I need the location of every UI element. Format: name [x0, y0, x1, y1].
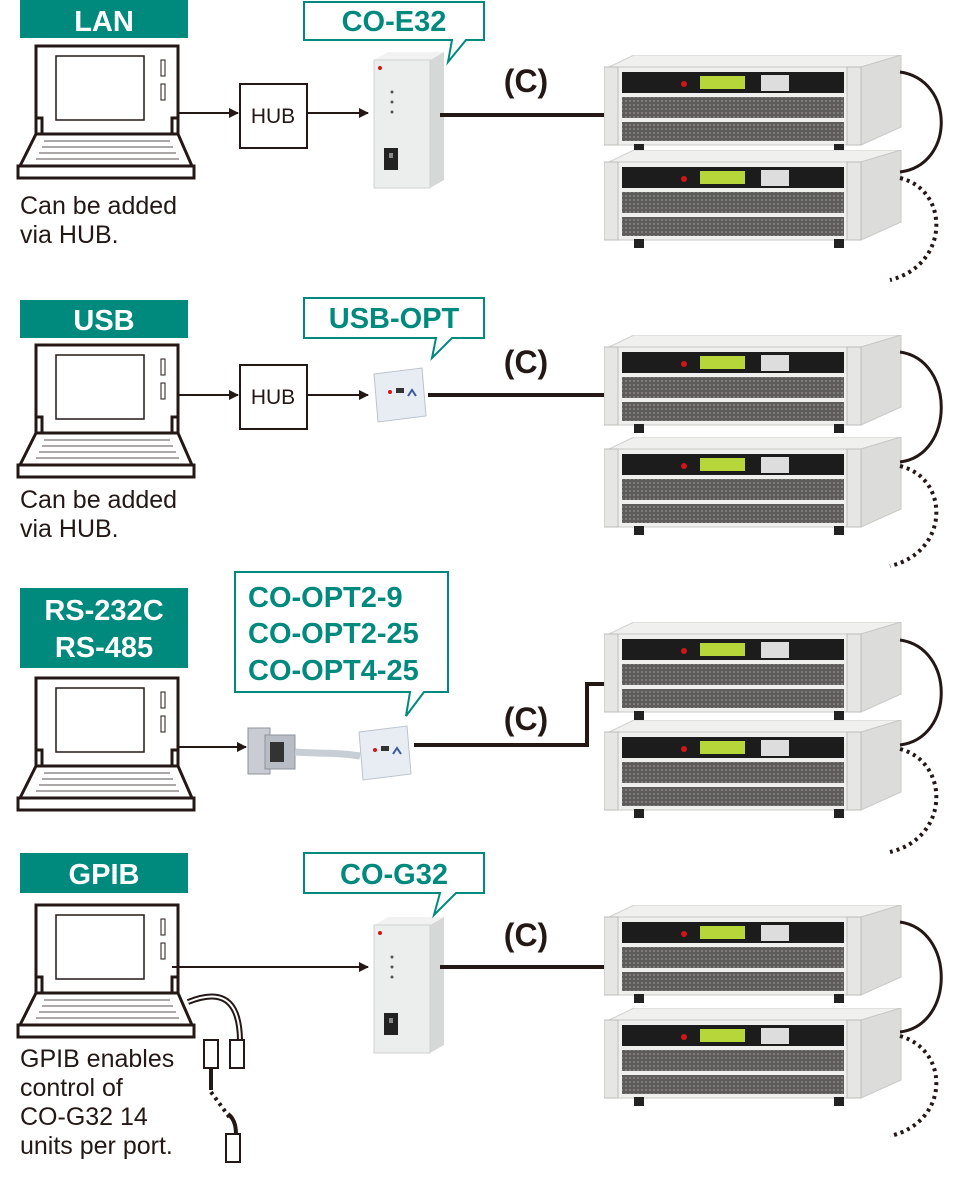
link-cable: [899, 638, 943, 747]
note-line: units per port.: [20, 1132, 173, 1160]
power-supply-image: [604, 335, 901, 433]
power-supply-image: [604, 905, 901, 1003]
section-lan: LAN HUB CO-E32 (C) Can be added via HUB.: [18, 0, 943, 282]
gpib-cable-icon: [186, 993, 245, 1163]
interface-label-box: [20, 588, 188, 668]
converter-label: CO-G32: [340, 859, 448, 891]
link-cable: [899, 350, 943, 464]
converter-callout: [234, 571, 449, 717]
interface-label-box: [20, 300, 188, 338]
converter-label: CO-OPT2-9: [248, 582, 403, 614]
cable-line: [414, 682, 612, 747]
cable-label: (C): [504, 63, 548, 99]
note-line: CO-G32 14: [20, 1103, 148, 1131]
cable-label: (C): [504, 701, 548, 737]
note-line: Can be added: [20, 486, 177, 514]
hub-box: [239, 364, 308, 430]
laptop-icon: [18, 345, 194, 477]
converter-callout: [303, 297, 485, 362]
power-supply-image: [604, 1008, 901, 1106]
note-line: GPIB enables: [20, 1045, 174, 1073]
section-usb: USB HUB USB-OPT (C) Can be added via HUB…: [18, 297, 943, 568]
interface-label: GPIB: [69, 859, 140, 891]
converter-label: USB-OPT: [329, 303, 460, 335]
interface-label: USB: [73, 305, 134, 337]
interface-label-box: [20, 853, 188, 893]
interface-label: LAN: [74, 6, 134, 38]
power-supply-image: [604, 720, 901, 818]
co-opt-device-image: [359, 726, 411, 780]
converter-callout: [303, 852, 485, 919]
converter-label: CO-OPT4-25: [248, 655, 419, 687]
hub-label: HUB: [251, 386, 295, 409]
power-supply-image: [604, 150, 901, 248]
interface-label-box: [20, 0, 188, 38]
usb-opt-device-image: [374, 368, 426, 422]
section-gpib: GPIB CO-G32 (C) GPIB enables control of …: [18, 852, 943, 1163]
additional-link-dotted: [889, 464, 939, 568]
laptop-icon: [18, 46, 194, 178]
interface-label: RS-485: [55, 632, 153, 664]
hub-box: [239, 83, 308, 149]
converter-callout: [303, 1, 485, 66]
additional-link-dotted: [889, 176, 939, 282]
note-line: control of: [20, 1074, 123, 1102]
converter-label: CO-OPT2-25: [248, 618, 419, 650]
interface-label: RS-232C: [44, 595, 163, 627]
cable-label: (C): [504, 344, 548, 380]
section-rs232c-rs485: RS-232C RS-485 CO-OPT2-9 CO-OPT2-25 CO-O…: [18, 571, 943, 854]
power-supply-image: [604, 622, 901, 720]
dsub-connector-cable-image: [247, 727, 361, 775]
note-line: Can be added: [20, 192, 177, 220]
power-supply-image: [604, 55, 901, 153]
note-line: via HUB.: [20, 515, 119, 543]
link-cable: [899, 920, 943, 1034]
note-line: via HUB.: [20, 221, 119, 249]
laptop-icon: [18, 678, 194, 810]
power-supply-image: [604, 437, 901, 535]
co-e32-device-image: [374, 52, 444, 188]
link-cable: [899, 70, 943, 174]
converter-label: CO-E32: [342, 6, 447, 38]
cable-label: (C): [504, 917, 548, 953]
laptop-icon: [18, 905, 194, 1037]
additional-link-dotted: [889, 1034, 939, 1138]
co-g32-device-image: [374, 917, 444, 1053]
hub-label: HUB: [251, 105, 295, 128]
